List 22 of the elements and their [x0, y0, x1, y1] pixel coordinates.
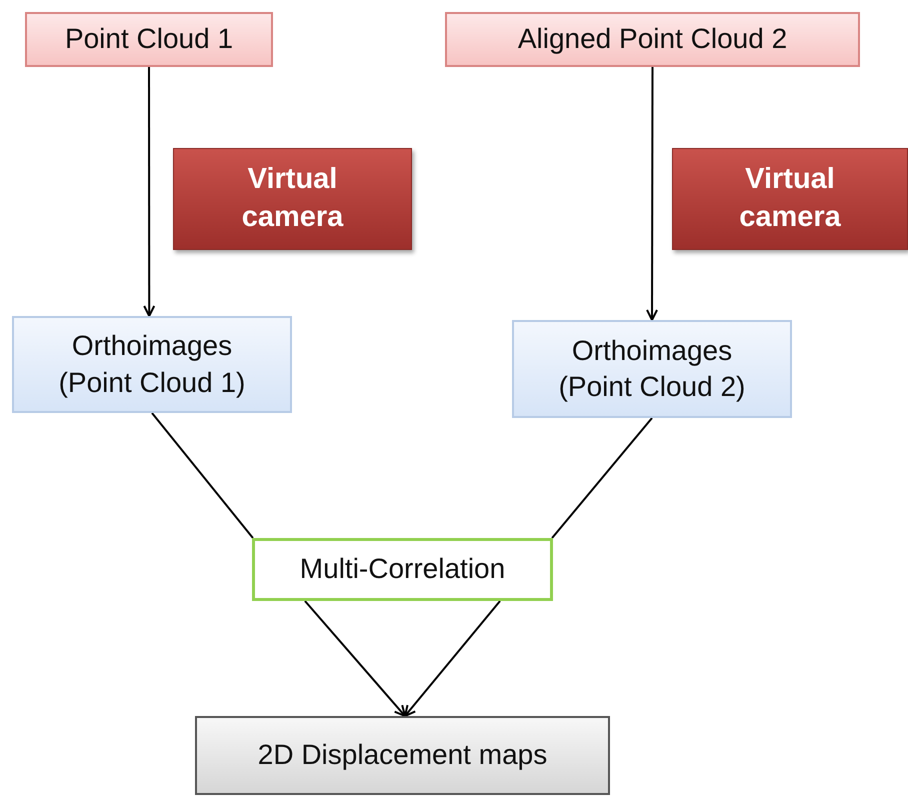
- node-label: Orthoimages (Point Cloud 1): [58, 329, 246, 400]
- process-box: [512, 320, 792, 418]
- connector-line: [551, 417, 653, 539]
- node-label: 2D Displacement maps: [258, 738, 548, 772]
- arrow: [646, 67, 658, 321]
- node-label: Orthoimages (Point Cloud 2): [558, 334, 746, 404]
- process-box: [25, 12, 273, 67]
- process-box: [195, 716, 610, 795]
- arrow: [143, 67, 156, 317]
- process-box: [252, 538, 553, 601]
- node-label: Aligned Point Cloud 2: [518, 22, 788, 56]
- node-label: Virtual camera: [738, 162, 842, 235]
- process-box: [445, 12, 860, 67]
- arrow: [404, 600, 501, 717]
- arrow: [304, 600, 406, 717]
- node-label: Point Cloud 1: [64, 22, 234, 56]
- connector-line: [151, 412, 254, 539]
- tool-box: [173, 148, 412, 250]
- node-label: Multi-Correlation: [300, 552, 506, 586]
- tool-box: [672, 148, 908, 250]
- node-label: Virtual camera: [240, 162, 344, 235]
- process-box: [12, 316, 292, 413]
